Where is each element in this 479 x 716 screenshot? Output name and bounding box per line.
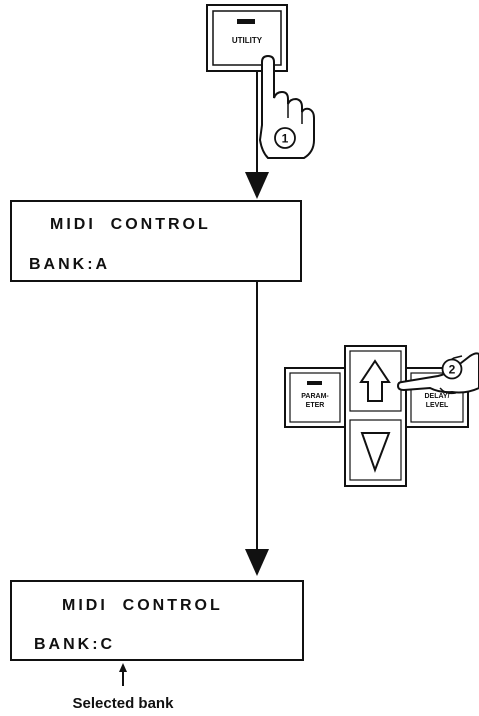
- parameter-label-line2: ETER: [306, 402, 325, 409]
- step-1-number: 1: [282, 132, 289, 146]
- delay-level-label-line2: LEVEL: [426, 402, 449, 409]
- step-1-badge: 1: [274, 127, 296, 149]
- pointing-hand-icon: [258, 54, 315, 159]
- display-before-line2: BANK:A: [29, 256, 110, 273]
- up-arrow-key-icon: [359, 359, 391, 402]
- parameter-label-line1: PARAM-: [301, 393, 329, 400]
- up-arrow-key[interactable]: [349, 350, 402, 412]
- delay-level-label-line1: DELAY/: [424, 393, 449, 400]
- lcd-display-after: MIDI CONTROL BANK:C: [10, 580, 304, 661]
- lcd-display-before: MIDI CONTROL BANK:A: [10, 200, 302, 282]
- down-arrowhead-icon: [245, 172, 269, 199]
- cursor-key-cluster: PARAM- ETER DELAY/ LEVEL: [284, 345, 479, 487]
- step-2-badge: 2: [441, 358, 463, 380]
- caption-pointer-arrow-icon: [119, 663, 127, 672]
- selected-bank-caption: Selected bank: [73, 695, 175, 712]
- display-after-line1: MIDI CONTROL: [62, 597, 223, 614]
- down-arrow-key-icon: [360, 432, 391, 473]
- display-after-line2: BANK:C: [34, 636, 115, 653]
- utility-key[interactable]: UTILITY: [206, 4, 288, 72]
- step-2-number: 2: [449, 363, 456, 377]
- utility-led-icon: [237, 19, 255, 24]
- down-arrow-key[interactable]: [349, 419, 402, 481]
- down-arrowhead-2-icon: [245, 549, 269, 576]
- utility-key-label: UTILITY: [232, 36, 263, 45]
- display-before-line1: MIDI CONTROL: [50, 216, 211, 233]
- parameter-led-icon: [307, 381, 322, 385]
- parameter-key[interactable]: PARAM- ETER: [284, 367, 346, 428]
